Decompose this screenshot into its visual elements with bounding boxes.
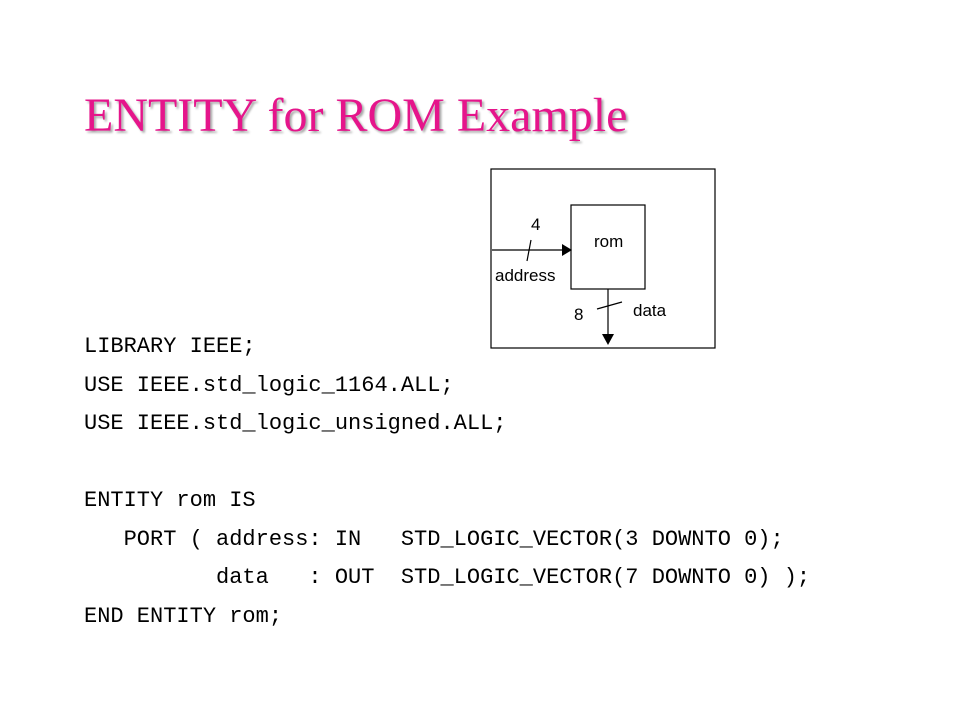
address-arrowhead-icon bbox=[562, 244, 572, 256]
code-line-library: LIBRARY IEEE; bbox=[84, 334, 256, 359]
rom-block-label: rom bbox=[594, 232, 623, 251]
rom-block bbox=[570, 204, 646, 290]
code-line-blank bbox=[84, 444, 810, 483]
code-line-port-data: data : OUT STD_LOGIC_VECTOR(7 DOWNTO 0) … bbox=[84, 565, 811, 590]
code-line-port-address: PORT ( address: IN STD_LOGIC_VECTOR(3 DO… bbox=[84, 526, 784, 552]
address-bus-width-slash bbox=[526, 239, 532, 262]
data-arrowhead-icon bbox=[602, 334, 614, 345]
code-line-use-std-logic: USE IEEE.std_logic_1164.ALL; bbox=[84, 372, 454, 398]
code-line-entity: ENTITY rom IS bbox=[84, 488, 256, 513]
data-bus-width-slash bbox=[596, 301, 623, 310]
data-bus-width: 8 bbox=[574, 305, 583, 324]
slide-title: ENTITY for ROM Example bbox=[84, 89, 628, 142]
address-label: address bbox=[495, 266, 555, 285]
code-line-use-unsigned: USE IEEE.std_logic_unsigned.ALL; bbox=[84, 411, 507, 436]
address-bus-width: 4 bbox=[531, 215, 540, 234]
data-label: data bbox=[633, 301, 667, 320]
vhdl-code-block: LIBRARY IEEE; USE IEEE.std_logic_1164.AL… bbox=[84, 328, 810, 636]
rom-block-diagram: rom 4 address 8 data bbox=[490, 168, 716, 349]
code-line-end-entity: END ENTITY rom; bbox=[84, 603, 283, 629]
